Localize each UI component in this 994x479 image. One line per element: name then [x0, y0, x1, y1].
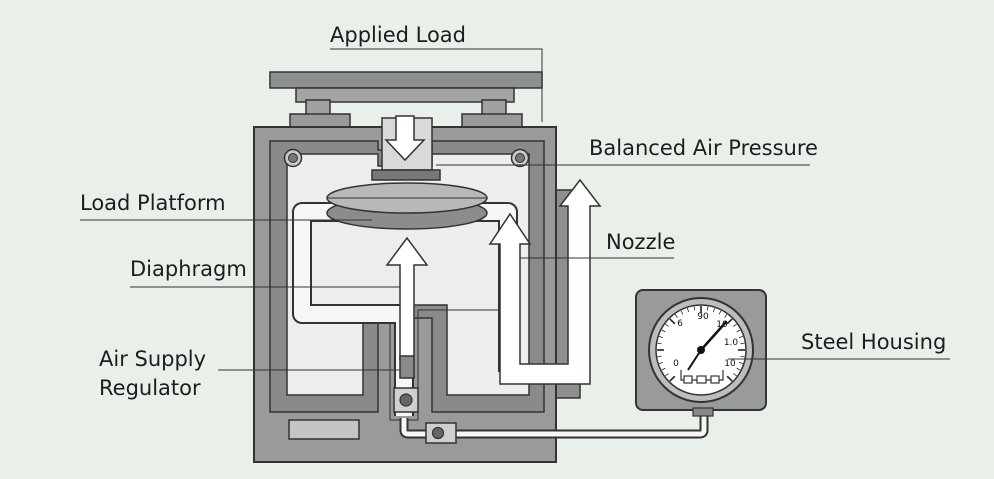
- gauge-tick: [736, 367, 741, 371]
- gauge-tick: [659, 336, 664, 339]
- label-diaphragm: Diaphragm: [130, 257, 247, 281]
- bolt-left-icon: [283, 148, 303, 168]
- gauge-tick: [665, 373, 669, 377]
- gauge-scale-label: 1.0: [724, 338, 739, 348]
- gauge-tick: [726, 318, 733, 325]
- gauge-tick: [738, 361, 743, 364]
- housing-name-plate: [288, 419, 360, 440]
- gauge-indicator-right: [710, 375, 720, 384]
- label-applied-load: Applied Load: [330, 23, 466, 47]
- gauge-tick: [738, 336, 743, 339]
- gauge-tick: [724, 314, 728, 318]
- pressure-gauge: 6 90 10 1.0 0 10: [635, 289, 767, 417]
- label-nozzle: Nozzle: [606, 230, 676, 254]
- gauge-needle: [699, 320, 728, 352]
- gauge-scale-label: 90: [697, 312, 709, 322]
- piston-foot: [371, 169, 441, 181]
- gauge-tick: [718, 310, 722, 315]
- gauge-tick: [669, 375, 676, 382]
- gauge-scale-label: 10: [724, 359, 736, 369]
- gauge-tick: [669, 318, 676, 325]
- gauge-scale-label: 0: [673, 359, 679, 369]
- gauge-tick: [687, 308, 690, 313]
- gauge-tick: [657, 342, 662, 345]
- diaphragm-flow-arrow-icon: [385, 236, 429, 361]
- gauge-indicator-left: [683, 375, 693, 384]
- gauge-supply-line-inner: [401, 412, 707, 437]
- gauge-tick: [693, 306, 696, 311]
- supply-valve-icon: [425, 422, 457, 444]
- nozzle-exhaust-arrow-icon: [488, 178, 602, 385]
- gauge-tick: [706, 306, 709, 311]
- gauge-tick: [712, 308, 715, 313]
- leader-line-applied-load: [330, 48, 543, 122]
- plate-beam: [295, 87, 515, 103]
- load-direction-arrow-icon: [384, 115, 426, 162]
- gauge-tick: [657, 355, 662, 358]
- gauge-tick: [674, 314, 678, 318]
- bolt-right-icon: [510, 148, 530, 168]
- gauge-needle-hub: [697, 346, 705, 354]
- gauge-indicator-center: [696, 375, 707, 384]
- gauge-tick: [680, 310, 684, 315]
- gauge-tick: [665, 323, 669, 327]
- top-load-plate: [269, 71, 543, 89]
- plate-base-right: [461, 113, 523, 129]
- gauge-tick: [726, 375, 733, 382]
- gauge-tick: [733, 373, 737, 377]
- label-regulator: Regulator: [99, 376, 201, 400]
- gauge-tick: [661, 329, 666, 333]
- gauge-scale-label: 6: [677, 319, 683, 329]
- label-load-platform: Load Platform: [80, 191, 226, 215]
- label-air-supply: Air Supply: [99, 347, 207, 371]
- gauge-tick: [659, 361, 664, 364]
- gauge-stem: [692, 407, 714, 417]
- gauge-tick: [740, 355, 745, 358]
- plate-base-left: [289, 113, 351, 129]
- regulator-valve-icon: [393, 387, 419, 413]
- label-steel-housing: Steel Housing: [801, 330, 947, 354]
- gauge-tick: [733, 323, 737, 327]
- gauge-ticks: [657, 306, 745, 382]
- gauge-tick: [736, 329, 741, 333]
- label-balanced-air-pressure: Balanced Air Pressure: [589, 136, 818, 160]
- gauge-tick: [661, 367, 666, 371]
- gauge-tick: [740, 342, 745, 345]
- regulator-stem: [399, 355, 415, 379]
